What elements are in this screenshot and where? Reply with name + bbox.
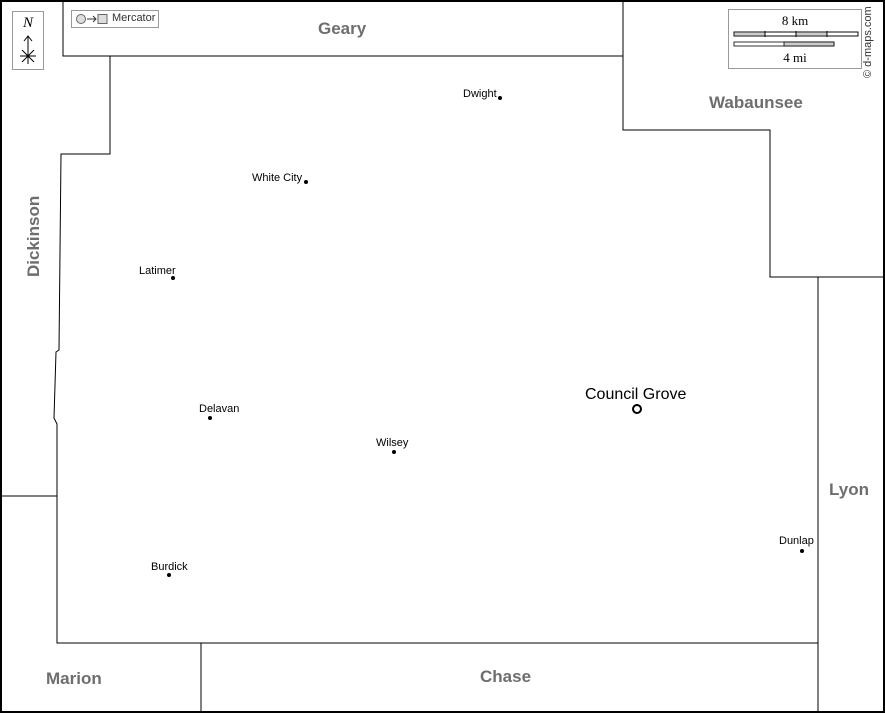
town-marker — [498, 96, 502, 100]
county-label-chase: Chase — [480, 667, 532, 686]
scale-km-label: 8 km — [781, 13, 809, 28]
town-label: Dwight — [463, 88, 497, 100]
town-marker — [304, 180, 308, 184]
town-marker — [167, 573, 171, 577]
town-label: White City — [252, 172, 303, 184]
morris-boundary — [53, 56, 819, 644]
county-seat-marker — [632, 404, 642, 414]
county-label-lyon: Lyon — [829, 480, 869, 499]
town-label: Dunlap — [779, 535, 814, 547]
town-marker — [171, 276, 175, 280]
town-label: Latimer — [139, 265, 176, 277]
scale-mi-label: 4 mi — [783, 50, 807, 65]
town-marker — [800, 549, 804, 553]
town-marker — [208, 416, 212, 420]
county-label-dickinson: Dickinson — [24, 195, 43, 277]
north-label: N — [22, 15, 33, 31]
projection-icon — [76, 14, 108, 24]
town-marker — [392, 450, 396, 454]
town-label: Delavan — [199, 403, 240, 415]
projection-legend: Mercator — [71, 10, 159, 28]
town-label: Wilsey — [376, 437, 409, 449]
scale-bars — [733, 31, 859, 47]
scale-bar: 8 km 4 mi — [728, 9, 862, 69]
county-seat-label: Council Grove — [585, 386, 687, 403]
town-label: Burdick — [151, 561, 188, 573]
projection-label: Mercator — [112, 12, 156, 24]
county-label-wabaunsee: Wabaunsee — [709, 93, 803, 112]
county-label-geary: Geary — [318, 19, 367, 38]
north-arrow: N — [12, 11, 44, 70]
county-label-marion: Marion — [46, 669, 102, 688]
geary-boundary — [62, 0, 624, 57]
compass-icon — [20, 35, 36, 64]
credit-text: © d-maps.com — [862, 6, 874, 78]
